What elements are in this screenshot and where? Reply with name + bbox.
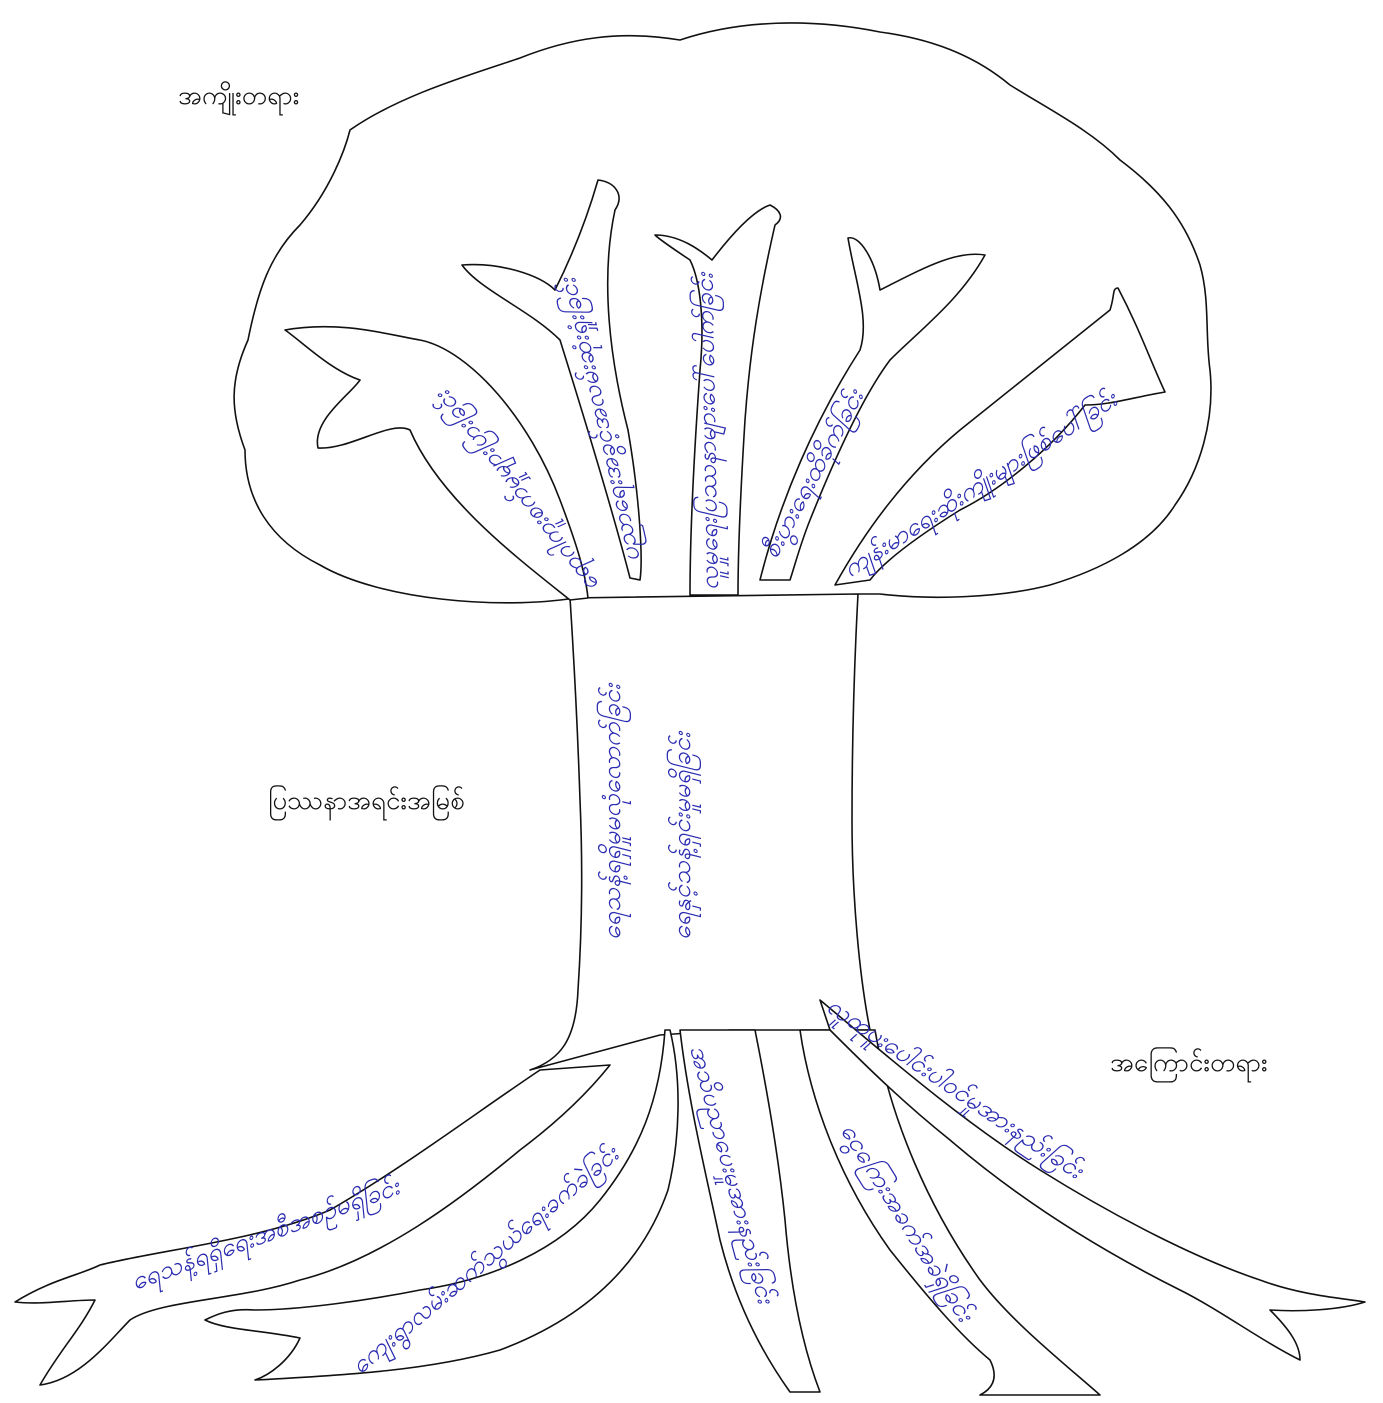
effects-label: အကျိုးတရား: [178, 78, 299, 117]
causes-label: အကြောင်းတရား: [1110, 1045, 1268, 1084]
trunk-text-1: ရေသန့်ရရှိမှုမလုံလောက်ခြင်း: [596, 682, 631, 940]
trunk-text-2: ရေနှင့်သန့်ရှင်းမှုမရှိခြင်း: [666, 731, 701, 940]
core-problem-label: ပြဿနာအရင်းအမြစ်: [268, 783, 465, 822]
tree-trunk: [530, 594, 870, 1070]
